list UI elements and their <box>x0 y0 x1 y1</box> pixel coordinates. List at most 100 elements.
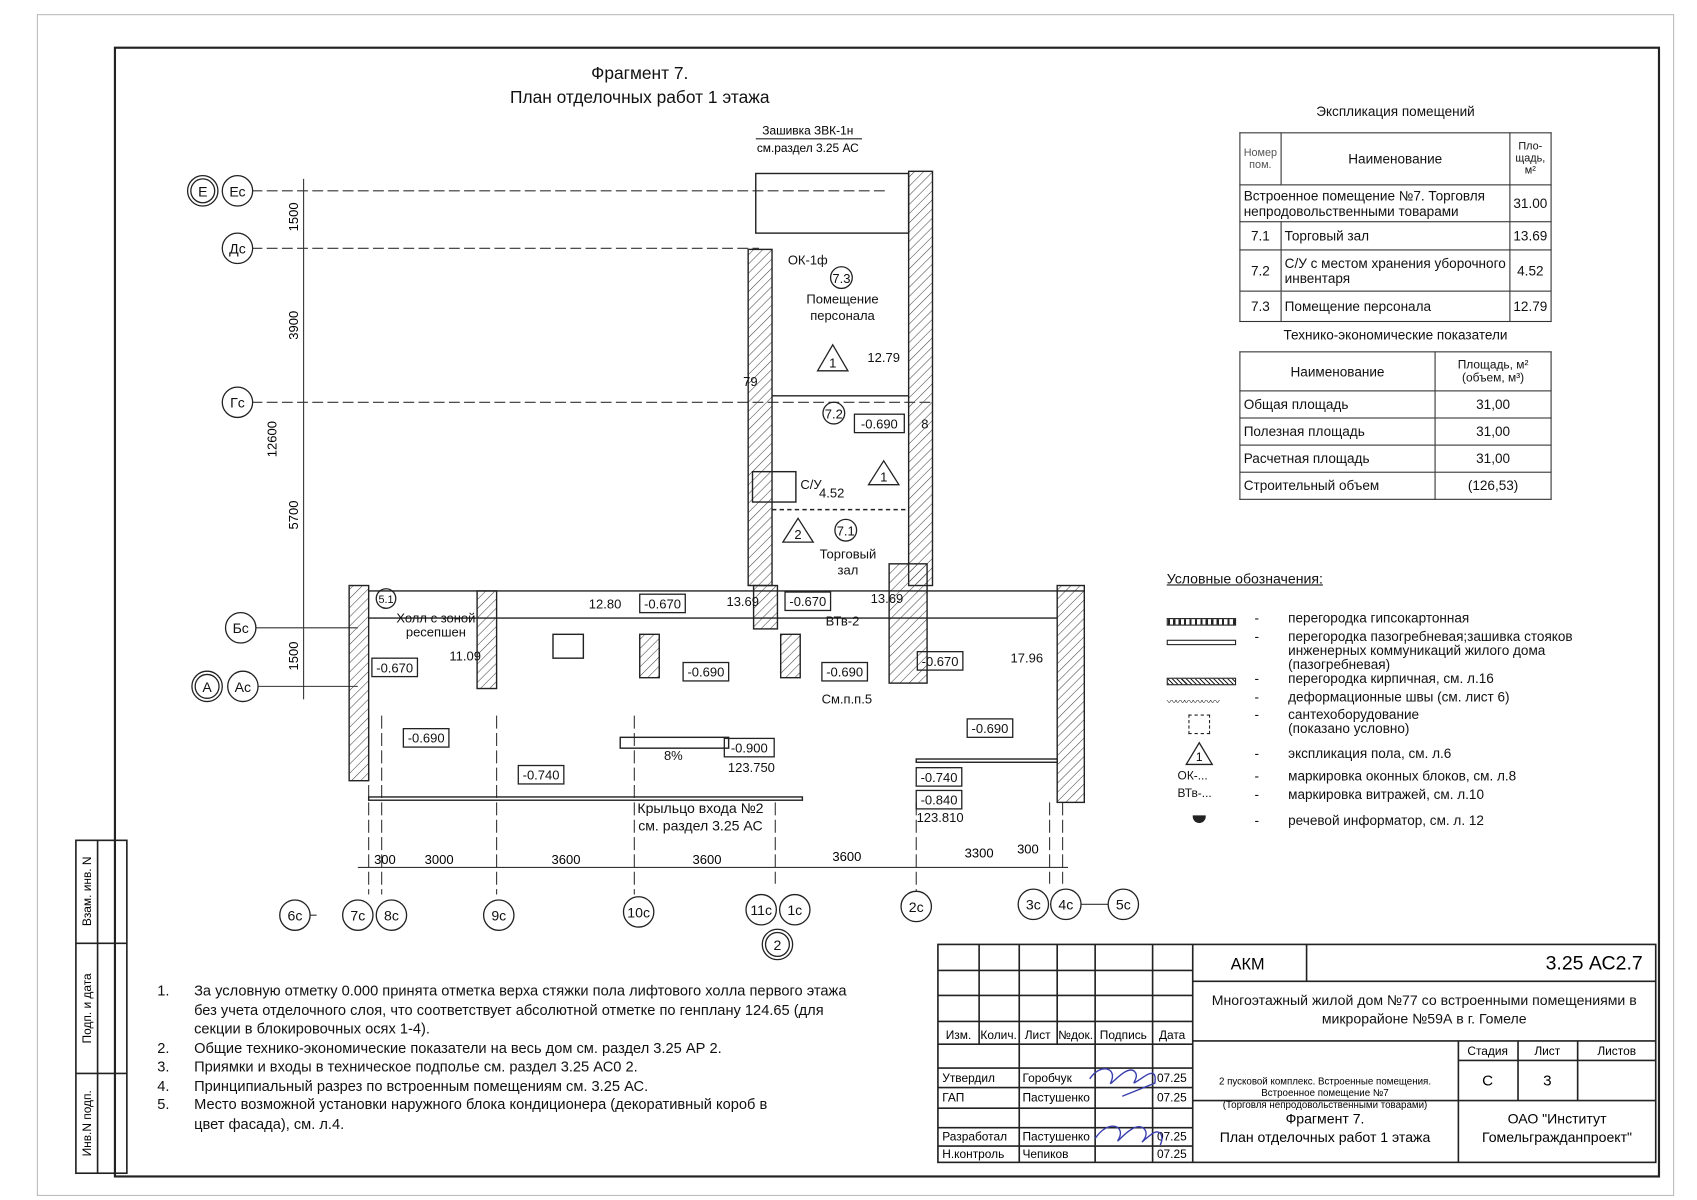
tb-description: Встроенное помещение №7 <box>1261 1088 1388 1099</box>
dim-label: 3600 <box>552 852 581 867</box>
dash: - <box>1254 706 1260 723</box>
side-stamp <box>75 839 128 1175</box>
dim-label: 3000 <box>425 852 454 867</box>
legend-item: речевой информатор, см. л. 12 <box>1288 813 1484 829</box>
title-block-text: Изм. Колич. Лист №док. Подпись Дата Утве… <box>942 952 1642 1161</box>
axis-label: Ас <box>235 679 251 695</box>
tb-stage: С <box>1482 1072 1493 1089</box>
legend-item: перегородка кирпичная, см. л.16 <box>1288 671 1494 687</box>
note: 1.За условную отметку 0.000 принята отме… <box>157 981 851 1038</box>
tb-sheet-title: План отделочных работ 1 этажа <box>1220 1129 1431 1145</box>
tb-col-header: Лист <box>1025 1028 1051 1042</box>
tb-role: Утвердил <box>942 1071 995 1085</box>
room-name: Холл с зоной <box>396 610 475 625</box>
room-area: 4.52 <box>819 486 844 501</box>
tb-description: 2 пусковой комплекс. Встроенные помещени… <box>1219 1076 1431 1087</box>
legend-item: перегородка пазогребневая;зашивка стояко… <box>1288 628 1573 673</box>
dash: - <box>1254 671 1260 687</box>
floor-type-triangle-icon: 1 <box>1185 741 1214 766</box>
tb-name: Пастушенко <box>1022 1130 1090 1144</box>
axis-label: 7с <box>350 908 365 924</box>
tb-role: Н.контроль <box>942 1147 1004 1161</box>
tb-sheet: 3 <box>1543 1072 1551 1089</box>
brick-partition-symbol <box>1166 677 1237 686</box>
room-area: 13.69 <box>1509 221 1552 251</box>
note-text: см.раздел 3.25 АС <box>757 141 859 155</box>
note-text: Принципиальный разрез по встроенным поме… <box>194 1077 649 1094</box>
room-number: 7.1 <box>837 524 855 539</box>
title-line-2: План отделочных работ 1 этажа <box>509 88 770 108</box>
walls <box>348 170 1086 804</box>
tb-code-left: АКМ <box>1231 955 1265 973</box>
room-number: 5.1 <box>378 594 393 606</box>
room-area: 13.69 <box>871 591 904 606</box>
dim-label: 300 <box>374 852 396 867</box>
elevation: -0.670 <box>789 594 826 609</box>
room-name: Помещение <box>806 292 878 307</box>
elevation: -0.670 <box>644 596 681 611</box>
note-number: 3. <box>157 1058 170 1075</box>
elevation: -0.690 <box>408 731 445 746</box>
axis-label: Бс <box>233 620 249 636</box>
scan-border <box>36 14 1675 1196</box>
signatures <box>1089 1068 1163 1146</box>
note: 2. Общие технико-экономические показатели… <box>157 1038 851 1057</box>
tb-description: (Торговля непродовольственными товарами) <box>1223 1100 1428 1111</box>
dim-label: 3600 <box>832 849 861 864</box>
table-row: 7.3 Помещение персонала 12.79 <box>1239 290 1552 323</box>
elevation: -0.670 <box>376 660 413 675</box>
drawing-title: Фрагмент 7. План отделочных работ 1 этаж… <box>434 63 846 111</box>
mark: 8 <box>921 416 928 431</box>
room-number: 7.2 <box>825 407 843 422</box>
table-row: 7.1 Торговый зал 13.69 <box>1239 221 1552 251</box>
axis-label: 2с <box>909 899 924 915</box>
tb-role: Разработал <box>942 1130 1007 1144</box>
mark: 79 <box>743 374 757 389</box>
group-name: Встроенное помещение №7. Торговля непрод… <box>1239 184 1511 223</box>
note-text: Приямки и входы в техническое подполье с… <box>194 1058 638 1075</box>
room-name: Торговый <box>820 546 877 561</box>
table-row: Встроенное помещение №7. Торговля непрод… <box>1239 184 1552 223</box>
floor-type-mark: 1 <box>880 469 887 484</box>
elevation: -0.740 <box>921 770 958 785</box>
note-text: Зашивка ЗВК-1н <box>762 123 853 137</box>
axis-label: 1с <box>787 902 802 918</box>
dash: - <box>1254 813 1260 829</box>
col-header: Наименование <box>1239 351 1436 392</box>
table-row: Строительный объем(126,53) <box>1239 471 1552 500</box>
tb-project-name: Многоэтажный жилой дом №77 со встроенным… <box>1211 992 1637 1027</box>
note: 3. Приямки и входы в техническое подполье… <box>157 1057 851 1076</box>
indicator-value: 31,00 <box>1434 417 1552 446</box>
explication-table: Номер пом. Наименование Пло-щадь, м² Вст… <box>1239 132 1552 323</box>
axis-label: 8с <box>384 908 399 924</box>
room-name: С/У с местом хранения уборочного инвента… <box>1280 249 1511 292</box>
porch-label: см. раздел 3.25 АС <box>638 818 762 834</box>
elevation: -0.690 <box>861 416 898 431</box>
axis-label: 11с <box>750 902 772 918</box>
stained-glass-mark: ВТв-2 <box>826 614 860 629</box>
note-number: 4. <box>157 1077 170 1094</box>
tb-role: ГАП <box>942 1091 964 1105</box>
tb-name: Горобчук <box>1022 1071 1072 1085</box>
tb-date: 07.25 <box>1157 1071 1187 1085</box>
dim-label: 3900 <box>286 311 301 340</box>
note: 5.Место возможной установки наружного бл… <box>157 1095 851 1133</box>
axis-label: 9с <box>491 908 506 924</box>
dash: - <box>1254 787 1260 803</box>
speaker-icon <box>1192 815 1206 823</box>
note-number: 2. <box>157 1039 170 1056</box>
stamp-label: Взам. инв. N <box>80 856 94 926</box>
window-mark-symbol: ОК-... <box>1177 769 1208 783</box>
dim-label: 12600 <box>264 421 279 457</box>
indicator-value: 31,00 <box>1434 390 1552 419</box>
note-text: Общие технико-экономические показатели н… <box>194 1039 722 1056</box>
elevation: -0.690 <box>972 721 1009 736</box>
note-ref: См.п.п.5 <box>822 692 872 707</box>
slope: 8% <box>664 748 683 763</box>
elevation: -0.740 <box>523 768 560 783</box>
explication-title: Экспликация помещений <box>1316 104 1475 120</box>
tb-col-header: Колич. <box>980 1028 1016 1042</box>
partitions <box>367 172 1085 801</box>
stamp-label: Подп. и дата <box>80 973 94 1044</box>
